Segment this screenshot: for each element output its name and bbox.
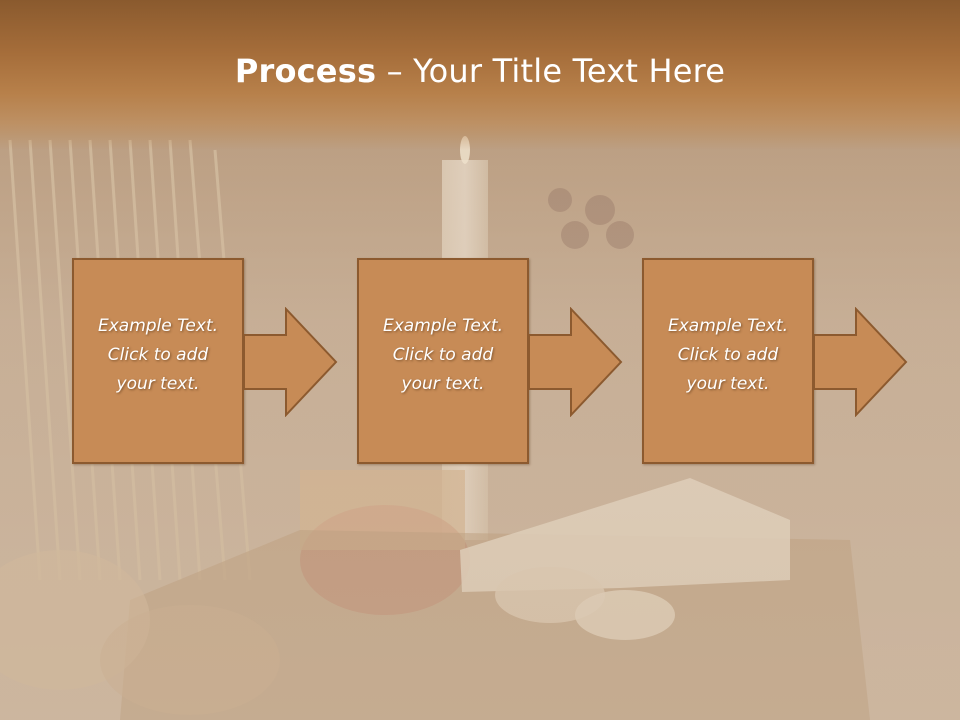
step-text: Example Text. Click to add your text. <box>365 312 521 399</box>
slide-title: Process – Your Title Text Here <box>0 52 960 90</box>
step-box[interactable]: Example Text. Click to add your text. <box>357 258 529 464</box>
arrow-right-icon <box>243 307 338 417</box>
step-text-line: Click to add <box>677 345 779 365</box>
step-text-line: your text. <box>401 374 485 394</box>
arrow-right-icon <box>813 307 908 417</box>
step-box[interactable]: Example Text. Click to add your text. <box>642 258 814 464</box>
step-text: Example Text. Click to add your text. <box>80 312 236 399</box>
step-text-line: your text. <box>686 374 770 394</box>
step-text-line: Example Text. <box>382 316 504 336</box>
step-text-line: your text. <box>116 374 200 394</box>
step-text: Example Text. Click to add your text. <box>650 312 806 399</box>
title-bold-part: Process <box>234 52 377 90</box>
title-rest-part: – Your Title Text Here <box>376 52 726 90</box>
step-text-line: Click to add <box>392 345 494 365</box>
step-text-line: Example Text. <box>667 316 789 336</box>
step-text-line: Click to add <box>107 345 209 365</box>
step-box[interactable]: Example Text. Click to add your text. <box>72 258 244 464</box>
title-band <box>0 0 960 150</box>
arrow-right-icon <box>528 307 623 417</box>
step-text-line: Example Text. <box>97 316 219 336</box>
